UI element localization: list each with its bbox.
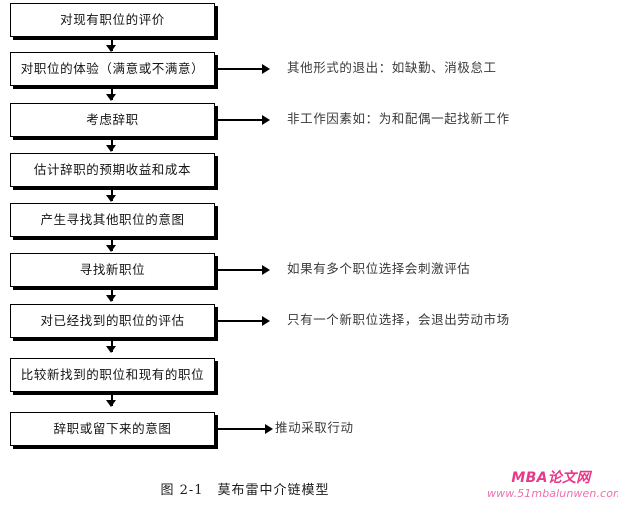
branch-line-other-withdrawal [217, 68, 264, 70]
flow-box-label: 考虑辞职 [86, 112, 139, 128]
flow-box-label: 产生寻找其他职位的意图 [40, 212, 185, 228]
flow-box-evaluate-current-job: 对现有职位的评价 [10, 3, 215, 37]
connector-arrowhead-8-to-9 [106, 400, 116, 407]
side-note-multiple-offers: 如果有多个职位选择会刺激评估 [287, 261, 471, 276]
flow-box-job-experience: 对职位的体验（满意或不满意） [10, 52, 215, 86]
watermark: MBA论文网 www.51mbalunwen.com [487, 470, 618, 501]
flow-box-intent-quit-or-stay: 辞职或留下来的意图 [10, 412, 215, 446]
branch-line-single-offer [217, 320, 264, 322]
flow-box-search-new-job: 寻找新职位 [10, 253, 215, 287]
side-note-non-work-factors: 非工作因素如：为和配偶一起找新工作 [287, 111, 510, 126]
watermark-brand: MBA论文网 [511, 470, 591, 486]
flow-box-label: 对已经找到的职位的评估 [40, 313, 185, 329]
figure-caption: 图 2-1 莫布雷中介链模型 [160, 483, 330, 498]
side-note-other-withdrawal: 其他形式的退出：如缺勤、消极怠工 [287, 60, 497, 75]
connector-arrowhead-6-to-7 [106, 295, 116, 302]
side-note-drive-action: 推动采取行动 [275, 420, 354, 435]
connector-1-to-2 [111, 37, 113, 51]
connector-5-to-6 [111, 237, 113, 251]
flow-box-intent-to-search: 产生寻找其他职位的意图 [10, 203, 215, 237]
flow-box-label: 对职位的体验（满意或不满意） [20, 61, 205, 77]
branch-arrowhead-multiple-offers [262, 264, 270, 275]
flow-box-label: 对现有职位的评价 [60, 12, 165, 28]
connector-8-to-9 [111, 392, 113, 406]
connector-2-to-3 [111, 86, 113, 100]
branch-arrowhead-non-work-factors [262, 114, 270, 125]
flow-box-evaluate-found-job: 对已经找到的职位的评估 [10, 304, 215, 338]
connector-arrowhead-7-to-8 [106, 346, 116, 353]
flow-box-label: 寻找新职位 [79, 262, 146, 278]
branch-line-drive-action [217, 428, 267, 430]
flow-box-consider-quitting: 考虑辞职 [10, 103, 215, 137]
branch-arrowhead-other-withdrawal [262, 63, 270, 74]
connector-arrowhead-4-to-5 [106, 195, 116, 202]
branch-line-multiple-offers [217, 269, 264, 271]
connector-3-to-4 [111, 137, 113, 151]
flow-box-estimate-cost-benefit: 估计辞职的预期收益和成本 [10, 153, 215, 187]
connector-arrowhead-5-to-6 [106, 245, 116, 252]
watermark-url: www.51mbalunwen.com [487, 487, 618, 501]
connector-arrowhead-2-to-3 [106, 94, 116, 101]
flow-box-label: 辞职或留下来的意图 [53, 421, 172, 437]
connector-7-to-8 [111, 338, 113, 352]
branch-arrowhead-single-offer [262, 315, 270, 326]
branch-arrowhead-drive-action [265, 423, 273, 434]
flow-box-label: 估计辞职的预期收益和成本 [33, 162, 192, 178]
connector-arrowhead-3-to-4 [106, 145, 116, 152]
connector-arrowhead-1-to-2 [106, 45, 116, 52]
side-note-single-offer: 只有一个新职位选择，会退出劳动市场 [287, 312, 510, 327]
connector-4-to-5 [111, 187, 113, 201]
flow-box-label: 比较新找到的职位和现有的职位 [20, 367, 205, 383]
branch-line-non-work-factors [217, 119, 264, 121]
flow-box-compare-jobs: 比较新找到的职位和现有的职位 [10, 358, 215, 392]
connector-6-to-7 [111, 287, 113, 301]
